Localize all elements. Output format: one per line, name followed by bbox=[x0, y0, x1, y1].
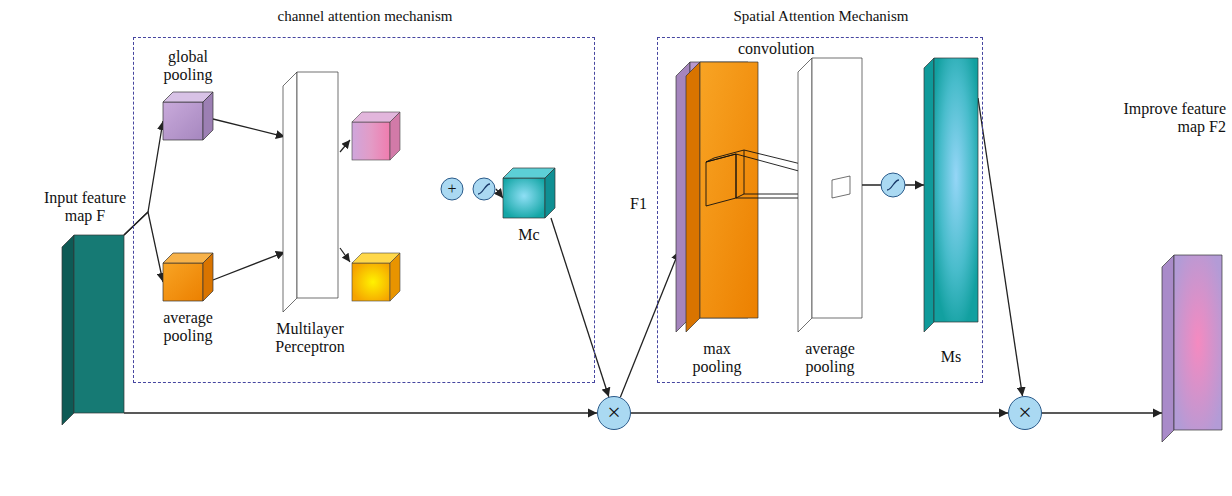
mlp-panel-shape bbox=[283, 72, 338, 312]
cube-front bbox=[163, 102, 203, 140]
attention-module: channel attention mechanismglobal poolin… bbox=[133, 37, 595, 383]
module-title: channel attention mechanism bbox=[134, 8, 596, 25]
feature-map: Input feature map F bbox=[62, 235, 124, 425]
spatial-map: Ms bbox=[924, 58, 978, 332]
mlp-panel: Multilayer Perceptron bbox=[283, 72, 338, 312]
conv-panel: average pooling bbox=[798, 58, 862, 332]
spatial-map-shape bbox=[924, 58, 978, 332]
feature-map-shape bbox=[62, 235, 124, 425]
channel-map-cube: Mc bbox=[503, 168, 555, 218]
multiply-sign: × bbox=[597, 396, 631, 429]
feature-map-label: Input feature map F bbox=[35, 189, 135, 226]
pooling-cube-shape bbox=[163, 253, 213, 301]
pooled-map: max pooling bbox=[676, 62, 758, 332]
sigmoid-circle bbox=[473, 178, 495, 200]
slab-side bbox=[798, 58, 812, 332]
pooling-label: average pooling bbox=[790, 340, 870, 377]
connector-arrow bbox=[1042, 412, 1162, 413]
kernel-box bbox=[706, 150, 744, 198]
slab-side bbox=[62, 235, 74, 425]
cube-front bbox=[503, 178, 545, 218]
sigmoid-symbol bbox=[881, 173, 905, 197]
mlp-arrow bbox=[340, 140, 350, 262]
pooled-map-shape bbox=[676, 62, 758, 332]
multiply-op: × bbox=[1008, 396, 1042, 430]
conv-panel-shape bbox=[798, 58, 862, 332]
slab-side bbox=[283, 72, 297, 312]
operator-circle bbox=[598, 397, 631, 430]
plus-sign: + bbox=[441, 177, 463, 201]
sigmoid-curve bbox=[478, 184, 490, 194]
connector-arrow bbox=[551, 218, 609, 397]
connector-arrow bbox=[124, 121, 163, 235]
connector-arrow bbox=[631, 412, 1008, 413]
kernel-box bbox=[706, 154, 736, 206]
attention-module: Spatial Attention Mechanismmax poolingav… bbox=[657, 37, 983, 383]
add-circle bbox=[441, 178, 463, 200]
connector-arrow bbox=[978, 98, 1022, 396]
mlp-label: Multilayer Perceptron bbox=[255, 320, 365, 357]
cube-side bbox=[203, 253, 213, 301]
slab-side bbox=[686, 62, 700, 332]
slab-front bbox=[1174, 255, 1222, 430]
pooling-cube: average pooling bbox=[163, 253, 213, 301]
channel-map-cube-shape bbox=[503, 168, 555, 218]
slab-front bbox=[700, 62, 758, 318]
pooling-label: max pooling bbox=[682, 340, 752, 377]
module-title: Spatial Attention Mechanism bbox=[658, 8, 984, 25]
connector-arrow bbox=[124, 412, 597, 413]
feature-map-label: Improve feature map F2 bbox=[1106, 100, 1226, 137]
slab-front bbox=[74, 235, 124, 413]
mlp-output-cube bbox=[352, 112, 400, 160]
cube-front bbox=[163, 263, 203, 301]
slab-front bbox=[297, 72, 338, 298]
connector-arrow bbox=[496, 189, 503, 198]
operation-label: convolution bbox=[736, 40, 816, 58]
multiply-op: × bbox=[597, 396, 631, 430]
feature-map-shape bbox=[1162, 255, 1222, 442]
map-label: Mc bbox=[503, 226, 555, 244]
edge-label: F1 bbox=[628, 195, 649, 213]
multiply-sign: × bbox=[1008, 396, 1042, 429]
connector-arrow bbox=[213, 119, 285, 137]
connector-arrow bbox=[213, 252, 285, 280]
pooling-cube: global pooling bbox=[163, 92, 213, 140]
cube-side bbox=[545, 168, 555, 218]
map-label: Ms bbox=[924, 348, 978, 366]
slab-front bbox=[812, 58, 862, 318]
slab-front bbox=[934, 58, 978, 322]
cube-side bbox=[203, 92, 213, 140]
pooling-label: global pooling bbox=[143, 48, 233, 85]
slab-side bbox=[1162, 255, 1174, 442]
pooling-cube-shape bbox=[163, 92, 213, 140]
feature-map: Improve feature map F2 bbox=[1162, 255, 1222, 442]
pooling-label: average pooling bbox=[148, 309, 228, 346]
connector-arrow bbox=[620, 251, 679, 397]
mlp-output-cube bbox=[352, 253, 400, 301]
slab-side bbox=[924, 58, 934, 332]
kernel-box bbox=[832, 176, 850, 198]
connector-arrow bbox=[124, 212, 163, 282]
operator-circle bbox=[1009, 397, 1042, 430]
add-sigmoid: + bbox=[440, 177, 496, 201]
